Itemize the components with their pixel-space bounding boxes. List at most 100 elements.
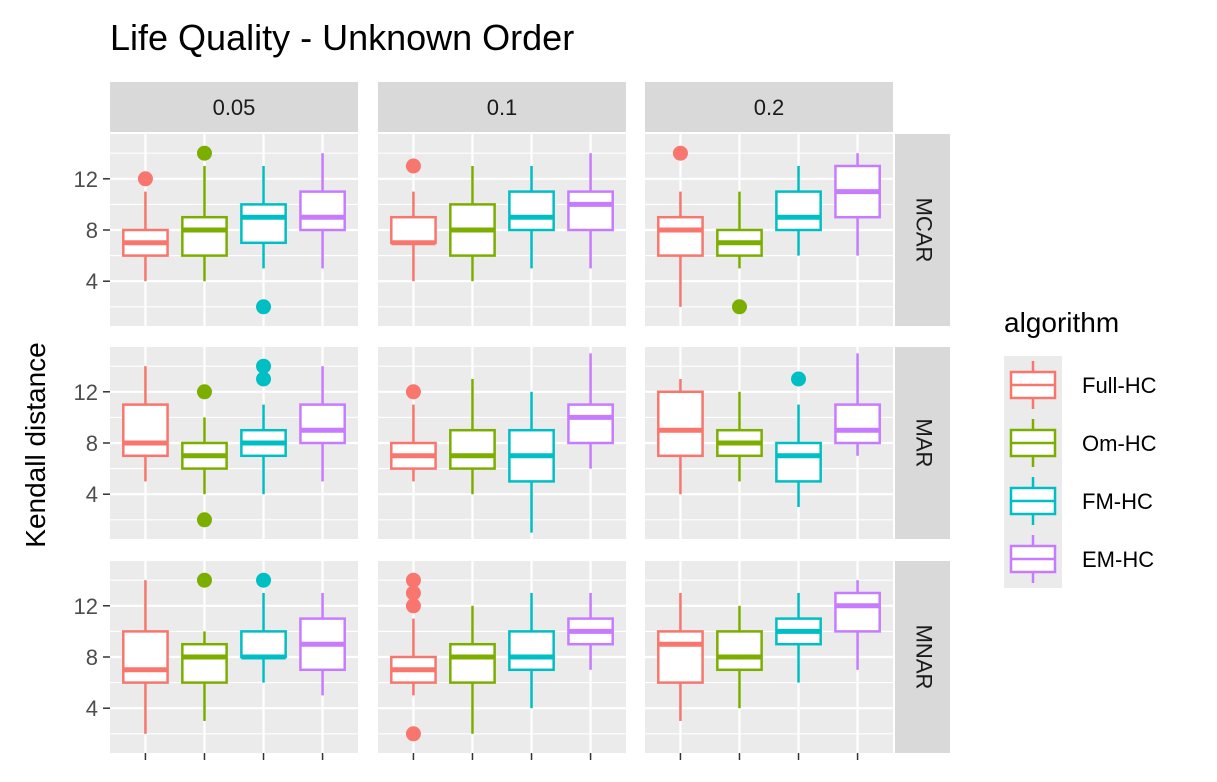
outlier-point <box>256 572 272 588</box>
y-tick-label: 12 <box>74 167 98 192</box>
box-body <box>449 428 496 470</box>
facet-panel <box>378 134 626 326</box>
box-full-hc <box>657 593 704 721</box>
box-body <box>657 215 704 257</box>
strip-background <box>895 134 950 326</box>
box-em-hc <box>834 353 881 456</box>
legend-label: Om-HC <box>1082 431 1157 456</box>
outlier-point <box>256 371 272 387</box>
box-body <box>508 190 555 232</box>
box-full-hc <box>122 580 169 734</box>
outlier-point <box>256 358 272 374</box>
outlier-point <box>731 299 747 315</box>
box-om-hc <box>716 605 763 709</box>
box-em-hc <box>567 353 614 469</box>
strip-background <box>110 82 358 132</box>
outlier-point <box>196 384 212 400</box>
box-fm-hc <box>775 166 822 256</box>
strip-background <box>895 347 950 539</box>
outlier-point <box>791 371 807 387</box>
box-body <box>299 403 346 445</box>
box-om-hc <box>449 379 496 495</box>
box-body <box>508 630 555 672</box>
box-body <box>240 203 287 245</box>
facet-panel <box>110 561 358 753</box>
facet-row-label: MAR <box>912 419 937 468</box>
legend-label: FM-HC <box>1082 489 1153 514</box>
box-body <box>299 190 346 232</box>
facet-column-strip: 0.05 <box>110 82 358 132</box>
outlier-point <box>137 171 153 187</box>
box-full-hc <box>390 572 437 742</box>
box-om-hc <box>449 605 496 734</box>
box-om-hc <box>181 145 228 282</box>
chart-title: Life Quality - Unknown Order <box>110 17 574 58</box>
y-tick-label: 8 <box>86 218 98 243</box>
box-em-hc <box>299 593 346 696</box>
facet-column-label: 0.2 <box>754 95 785 120</box>
facet-column-strip: 0.2 <box>645 82 893 132</box>
box-body <box>240 630 287 659</box>
box-body <box>390 215 437 245</box>
legend-item: FM-HC <box>1004 472 1153 530</box>
y-tick-label: 8 <box>86 645 98 670</box>
legend-item: Om-HC <box>1004 414 1157 472</box>
facet-panel <box>110 134 358 326</box>
outlier-point <box>405 598 421 614</box>
box-full-hc <box>657 379 704 495</box>
facet-column-label: 0.1 <box>487 95 518 120</box>
facet-panel <box>645 561 893 753</box>
legend-label: Full-HC <box>1082 373 1157 398</box>
box-fm-hc <box>508 166 555 269</box>
outlier-point <box>405 726 421 742</box>
box-fm-hc <box>508 593 555 709</box>
box-om-hc <box>716 191 763 315</box>
box-em-hc <box>834 153 881 256</box>
box-body <box>122 630 169 684</box>
facet-row-strip: MCAR <box>895 134 950 326</box>
box-om-hc <box>716 391 763 482</box>
strip-background <box>378 82 626 132</box>
box-om-hc <box>181 384 228 528</box>
outlier-point <box>196 512 212 528</box>
box-full-hc <box>390 384 437 482</box>
legend-item: Full-HC <box>1004 356 1157 414</box>
y-tick-label: 4 <box>86 482 98 507</box>
box-em-hc <box>834 580 881 670</box>
facet-row-strip: MAR <box>895 347 950 539</box>
box-body <box>657 630 704 684</box>
box-body <box>834 403 881 445</box>
facet-row-label: MNAR <box>912 625 937 690</box>
outlier-point <box>405 585 421 601</box>
box-em-hc <box>567 593 614 670</box>
box-fm-hc <box>240 166 287 315</box>
box-body <box>775 190 822 232</box>
box-om-hc <box>449 166 496 282</box>
y-tick-label: 12 <box>74 594 98 619</box>
box-em-hc <box>299 366 346 482</box>
box-em-hc <box>567 153 614 269</box>
facet-column-strip: 0.1 <box>378 82 626 132</box>
strip-background <box>645 82 893 132</box>
box-fm-hc <box>775 371 822 507</box>
facet-panel <box>110 347 358 539</box>
box-body <box>567 190 614 232</box>
outlier-point <box>196 572 212 588</box>
box-fm-hc <box>775 593 822 683</box>
outlier-point <box>405 158 421 174</box>
outlier-point <box>405 384 421 400</box>
y-tick-label: 4 <box>86 269 98 294</box>
legend-label: EM-HC <box>1082 547 1154 572</box>
legend-item: EM-HC <box>1004 530 1154 588</box>
box-body <box>657 390 704 458</box>
box-om-hc <box>181 572 228 721</box>
facet-row-label: MCAR <box>912 198 937 263</box>
facet-panel <box>378 347 626 539</box>
box-full-hc <box>122 171 169 282</box>
box-full-hc <box>122 366 169 482</box>
box-body <box>567 403 614 445</box>
box-fm-hc <box>240 572 287 683</box>
